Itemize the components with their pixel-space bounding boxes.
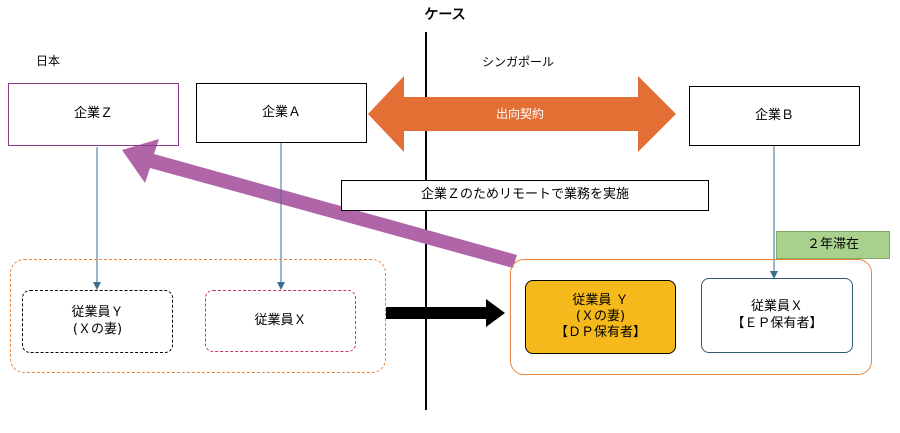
secondment-arrow	[368, 76, 676, 152]
region-label-singapore: シンガポール	[482, 55, 555, 69]
employee-y-singapore-name: 従業員 Ｙ	[572, 292, 629, 308]
remote-work-arrow	[122, 139, 517, 268]
employee-y-japan-note: (Ｘの妻)	[72, 321, 123, 337]
stay-badge: ２年滞在	[776, 231, 890, 259]
company-b-label: 企業Ｂ	[754, 107, 794, 123]
employee-y-singapore: 従業員 Ｙ (Ｘの妻) 【ＤＰ保有者】	[525, 280, 676, 354]
japan-employee-group	[10, 259, 386, 373]
employee-y-singapore-note: (Ｘの妻)	[575, 308, 626, 324]
company-b-box: 企業Ｂ	[689, 86, 860, 146]
region-label-japan: 日本	[36, 54, 61, 68]
page-title: ケース	[424, 7, 466, 23]
secondment-label: 出向契約	[495, 106, 544, 121]
employee-y-japan-name: 従業員Ｙ	[71, 305, 124, 321]
employee-y-japan: 従業員Ｙ (Ｘの妻)	[22, 290, 173, 353]
remote-work-note: 企業Ｚのためリモートで業務を実施	[341, 180, 709, 211]
company-a-box: 企業Ａ	[196, 83, 367, 143]
relocation-arrow	[386, 299, 505, 327]
employee-x-singapore-name: 従業員Ｘ	[750, 299, 803, 315]
employee-x-singapore: 従業員Ｘ 【ＥＰ保有者】	[701, 278, 853, 353]
company-a-label: 企業Ａ	[261, 104, 301, 120]
employee-y-singapore-permit: 【ＤＰ保有者】	[554, 325, 646, 341]
employee-x-japan-name: 従業員Ｘ	[254, 312, 307, 328]
employee-x-japan: 従業員Ｘ	[205, 290, 356, 352]
employee-x-singapore-permit: 【ＥＰ保有者】	[731, 315, 823, 331]
company-z-label: 企業Ｚ	[73, 106, 113, 122]
singapore-employee-group	[510, 259, 872, 375]
company-z-box: 企業Ｚ	[8, 83, 179, 146]
